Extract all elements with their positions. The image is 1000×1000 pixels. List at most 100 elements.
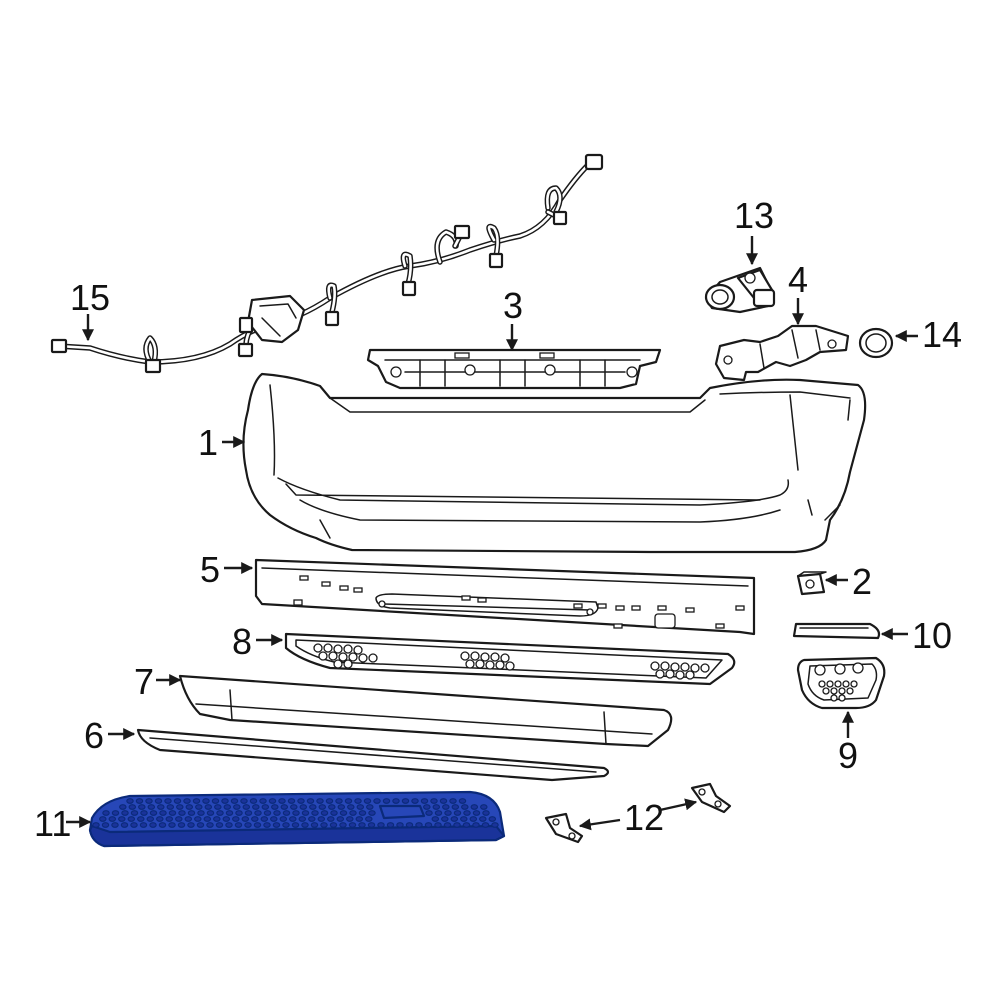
callout-label-1: 1 [198,422,218,463]
perforation-hole [203,816,212,822]
callout-12: 12 [578,797,698,838]
part-4-side-bracket[interactable] [714,324,850,382]
perforation-hole [130,810,139,816]
perforation-hole [187,822,195,828]
perforation-hole [196,822,205,828]
callout-8: 8 [232,621,284,662]
perforation-hole [221,798,229,804]
perforation-hole [434,810,443,816]
perforation-hole [348,822,357,828]
part-12-bracket-right[interactable] [690,782,732,814]
part-10-reflector[interactable] [792,622,881,640]
perforation-hole [234,822,243,828]
perforation-hole [271,804,279,810]
perforation-hole [158,822,167,828]
grille-hex-center [460,651,515,671]
callout-2: 2 [824,561,872,602]
callout-label-11: 11 [34,803,71,844]
perforation-hole [337,804,346,810]
perforation-hole [430,798,438,804]
part-11-skid-plate[interactable] [88,790,506,848]
perforation-hole [386,822,395,828]
perforation-hole [434,822,442,828]
callout-6: 6 [84,715,136,756]
part-6-molding-strip[interactable] [136,728,610,782]
perforation-hole [261,804,270,810]
perforation-hole [320,810,329,816]
perforation-hole [439,798,448,804]
perforation-hole [460,816,468,822]
callout-3: 3 [503,285,523,352]
perforation-hole [154,798,163,804]
perforation-hole [346,816,354,822]
perforation-hole [149,822,157,828]
perforation-hole [130,822,138,828]
perforation-hole [328,804,336,810]
perforation-hole [168,810,177,816]
perforation-hole [108,816,117,822]
perforation-hole [253,822,262,828]
part-2-clip[interactable] [796,571,827,596]
perforation-hole [363,798,372,804]
part-3-bumper-support[interactable] [366,348,662,390]
perforation-hole [462,822,471,828]
perforation-hole [178,810,186,816]
part-12-bracket-left[interactable] [544,812,584,844]
perforation-hole [441,816,449,822]
perforation-hole [355,816,364,822]
perforation-hole [451,804,460,810]
perforation-hole [306,798,315,804]
perforation-hole [149,810,158,816]
perforation-hole [339,822,347,828]
perforation-hole [358,822,366,828]
perforation-hole [368,810,376,816]
callout-label-6: 6 [84,715,104,756]
perforation-hole [316,798,324,804]
perforation-hole [244,810,253,816]
part-1-bumper-cover[interactable] [242,372,867,554]
part-14-sensor-ring[interactable] [858,327,894,359]
part-8-lower-grille[interactable] [284,632,736,686]
callout-label-12: 12 [624,797,664,838]
part-7-lower-valance[interactable] [178,674,673,748]
perforation-hole [482,810,490,816]
perforation-hole [168,822,176,828]
perforation-hole [401,798,410,804]
perforation-hole [232,816,240,822]
perforation-hole [183,798,191,804]
perforation-hole [301,810,310,816]
callout-5: 5 [200,549,254,590]
perforation-hole [339,810,348,816]
perforation-hole [415,822,423,828]
perforation-hole [287,798,296,804]
perforation-hole [185,804,194,810]
perforation-hole [146,816,155,822]
perforation-hole [297,798,305,804]
perforation-hole [273,810,281,816]
part-15-wiring-harness[interactable] [50,153,604,374]
perforation-hole [327,816,335,822]
perforation-hole [432,804,441,810]
perforation-hole [197,810,205,816]
perforation-hole [366,804,374,810]
perforation-hole [282,810,291,816]
perforation-hole [206,822,214,828]
perforation-hole [298,816,307,822]
reinforcement-slots [293,575,745,629]
perforation-hole [367,822,376,828]
perforation-hole [140,810,148,816]
perforation-hole [308,816,316,822]
perforation-hole [263,810,272,816]
perforation-hole [249,798,258,804]
callout-7: 7 [134,661,182,702]
perforation-hole [425,810,433,816]
part-13-park-sensor[interactable] [704,266,776,314]
grille-hex-left [313,643,378,669]
perforation-hole [157,804,165,810]
part-9-fog-lamp-bezel[interactable] [796,656,886,710]
part-5-reinforcement[interactable] [254,558,756,636]
perforation-hole [173,798,182,804]
perforation-hole [195,804,203,810]
perforation-hole [111,810,120,816]
perforation-hole [121,810,129,816]
